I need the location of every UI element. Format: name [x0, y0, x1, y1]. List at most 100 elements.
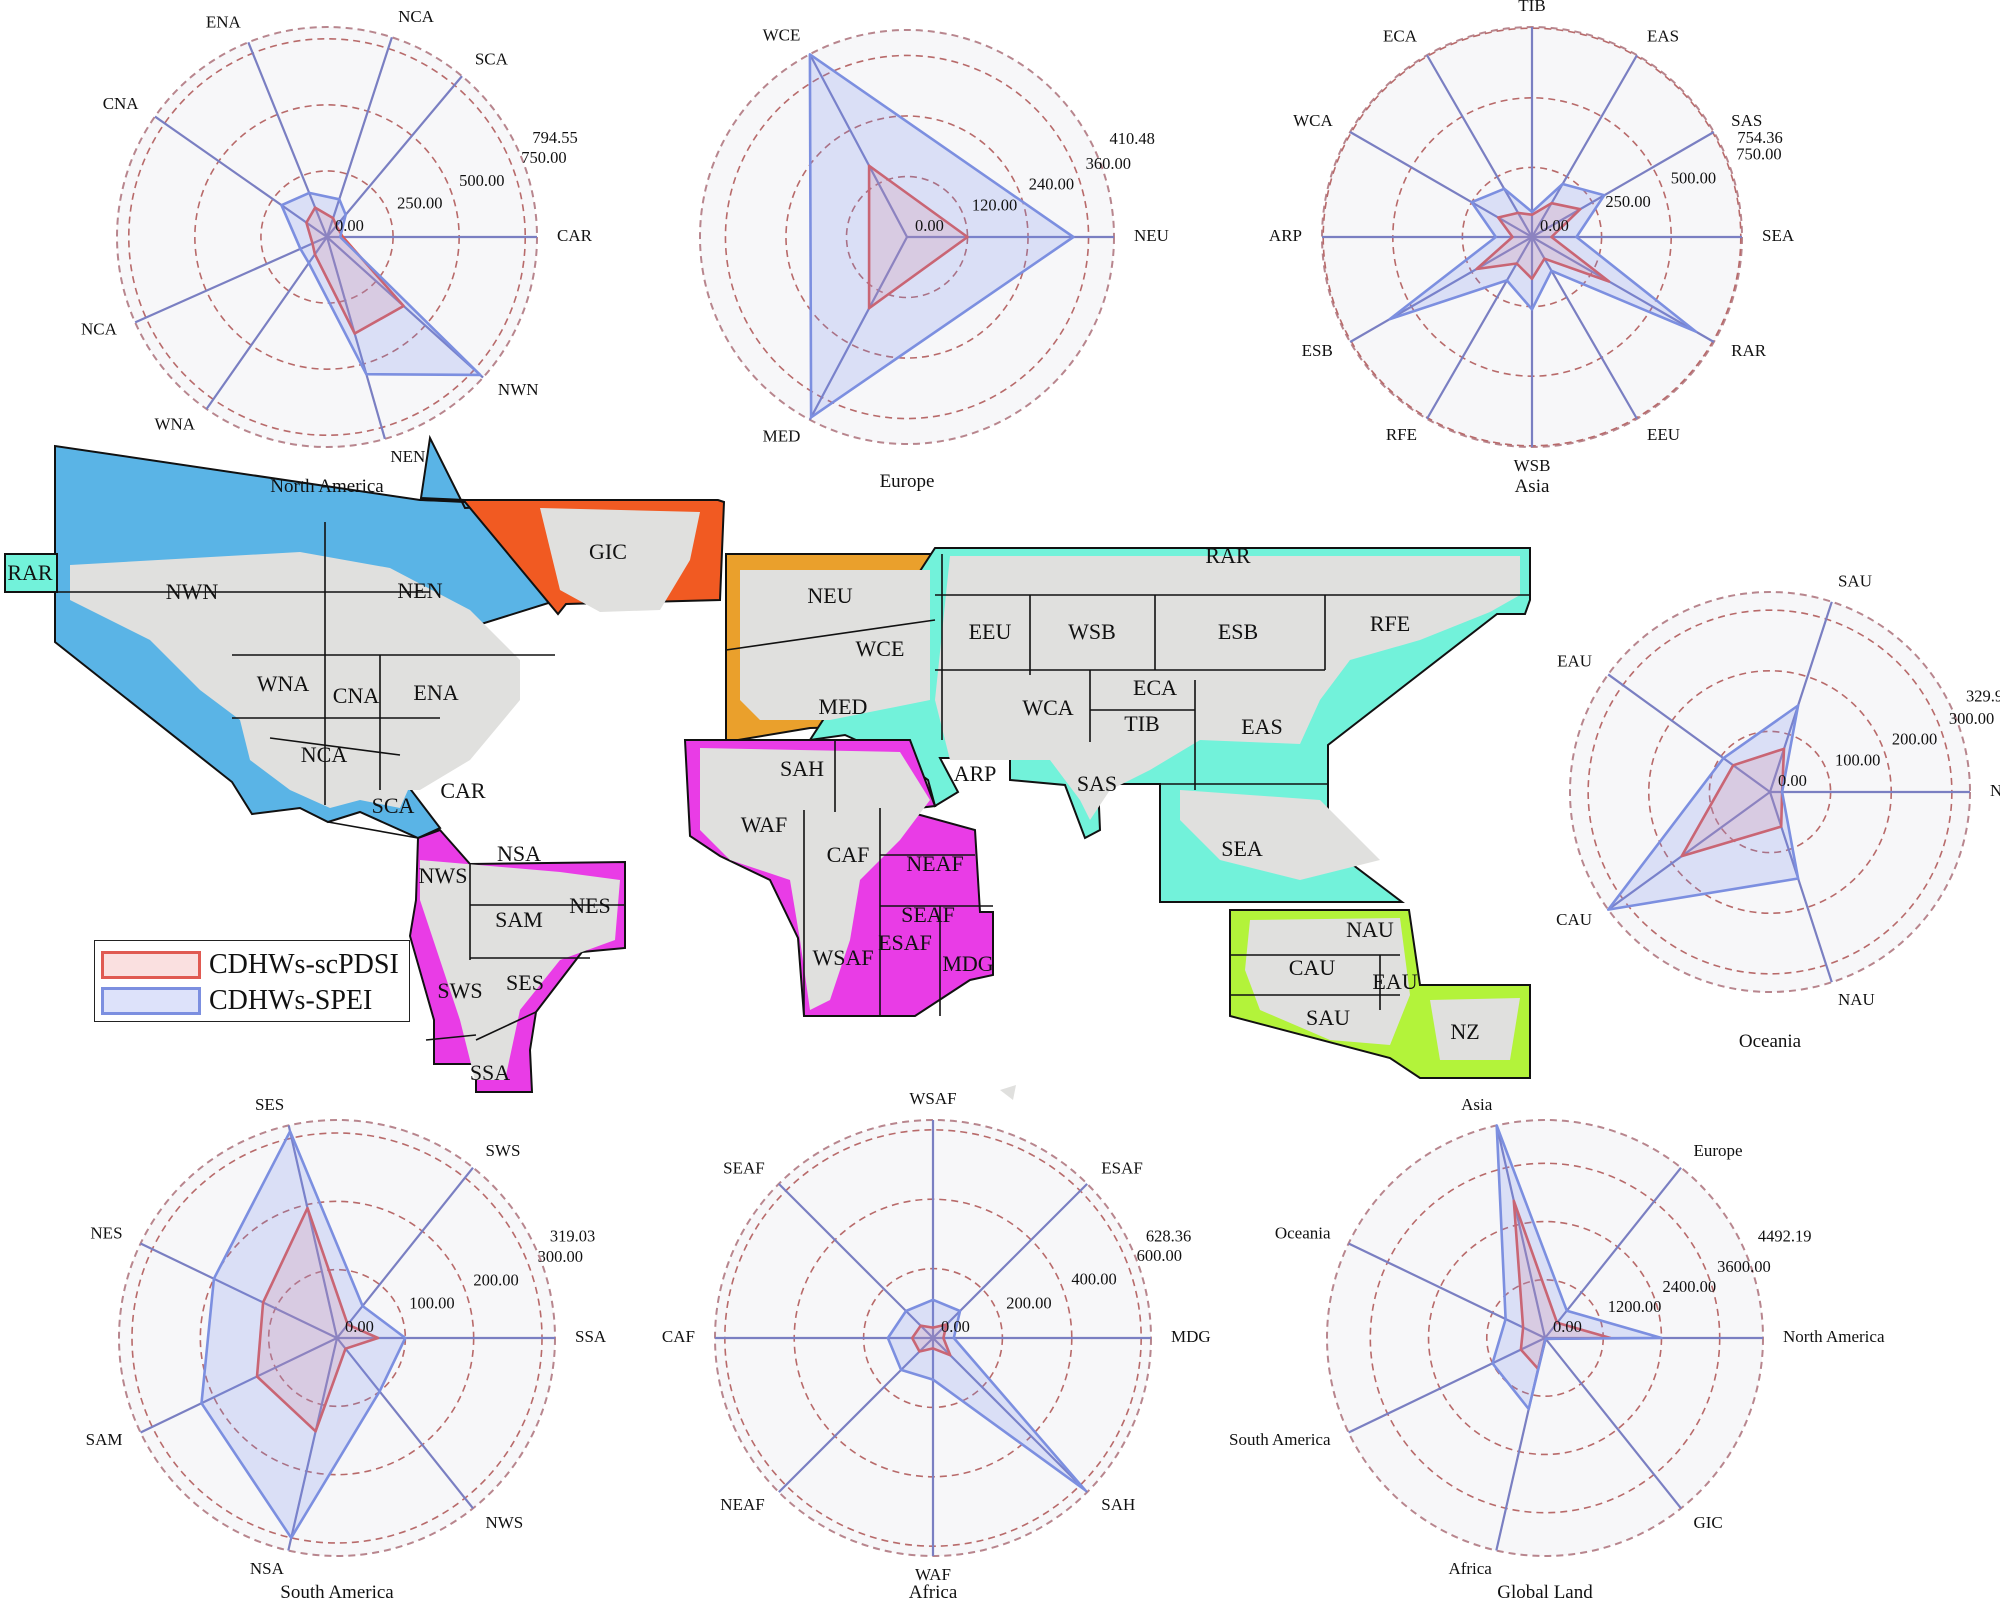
radar-tick-label-3: 300.00	[1949, 709, 1994, 728]
radar-tick-label-2: 240.00	[1029, 175, 1074, 194]
radar-spoke-3	[778, 1183, 934, 1339]
map-region-label-sam: SAM	[495, 907, 543, 932]
map-region-label-nsa: NSA	[497, 841, 541, 866]
radar-title-global-land: Global Land	[1497, 1582, 1593, 1603]
land-mass-3	[740, 570, 930, 720]
radar-chart-south-america: SSASWSSESNESSAMNSANWS0.00100.00200.00300…	[86, 1095, 607, 1603]
map-region-label-caf: CAF	[827, 842, 870, 867]
radar-tick-label-3: 300.00	[538, 1247, 583, 1266]
map-region-label-nes: NES	[569, 893, 611, 918]
radar-tick-label-2: 400.00	[1071, 1270, 1116, 1289]
radar-spoke-4	[140, 1337, 338, 1434]
radar-spoke-4	[154, 115, 328, 238]
map-region-label-wsaf: WSAF	[812, 945, 873, 970]
map-region-label-nen: NEN	[397, 578, 442, 603]
radar-series-cdhws-spei	[808, 53, 1075, 419]
radar-axis-label-nwn: NWN	[498, 380, 539, 399]
radar-spoke-2	[1607, 673, 1771, 793]
radar-spoke-1	[336, 1166, 474, 1339]
map-region-label-nca: NCA	[301, 742, 348, 767]
map-region-label-wna: WNA	[257, 671, 310, 696]
radar-axis-label-south-america: South America	[1229, 1430, 1331, 1449]
map-region-label-rar: RAR	[1205, 543, 1251, 568]
radar-tick-label-2: 200.00	[1892, 730, 1937, 749]
legend-label-spei: CDHWs-SPEI	[209, 985, 373, 1016]
map-region-label-neu: NEU	[807, 583, 852, 608]
radar-axis-label-wsaf: WSAF	[909, 1089, 956, 1108]
map-region-label-neaf: NEAF	[906, 851, 963, 876]
radar-axis-label-sau: SAU	[1838, 572, 1872, 591]
radar-axis-label-europe: Europe	[1693, 1141, 1742, 1160]
radar-tick-label-4: 410.48	[1110, 129, 1155, 148]
radar-spoke-3	[1348, 1242, 1546, 1339]
map-region-label-esaf: ESAF	[878, 930, 932, 955]
map-region-label-sca: SCA	[372, 793, 415, 818]
radar-axis-label-nes: NES	[90, 1224, 122, 1243]
radar-spoke-11	[1531, 236, 1715, 343]
radar-spoke-5	[134, 235, 328, 324]
map-region-label-eas: EAS	[1241, 714, 1283, 739]
radar-axis-label-nen: NEN	[390, 447, 425, 466]
radar-axis-label-ses: SES	[255, 1095, 284, 1114]
radar-tick-label-0: 0.00	[1778, 771, 1807, 790]
radar-axis-label-rfe: RFE	[1386, 425, 1417, 444]
radar-spoke-3	[140, 1242, 338, 1339]
map-region-label-nz: NZ	[1450, 1019, 1479, 1044]
radar-axis-label-nws: NWS	[485, 1513, 523, 1532]
radar-series-cdhws-spei	[280, 191, 482, 377]
radar-tick-label-0: 0.00	[1540, 216, 1569, 235]
region-border-6	[327, 821, 419, 839]
radar-spoke-2	[325, 36, 393, 238]
radar-axis-label-arp: ARP	[1269, 226, 1302, 245]
radar-axis-label-eau: EAU	[1557, 652, 1592, 671]
radar-spoke-2	[1495, 1125, 1547, 1339]
map-region-label-rfe: RFE	[1370, 611, 1410, 636]
radar-tick-label-2: 500.00	[1671, 168, 1716, 187]
map-region-label-sah: SAH	[780, 756, 824, 781]
radar-axis-label-sas: SAS	[1731, 111, 1762, 130]
radar-axis-label-car: CAR	[557, 226, 593, 245]
map-region-label-arp: ARP	[954, 761, 997, 786]
radar-spoke-8	[326, 236, 484, 379]
region-border-13	[725, 619, 936, 651]
map-region-label-wsb: WSB	[1068, 619, 1116, 644]
radar-axis-label-caf: CAF	[662, 1327, 695, 1346]
radar-chart-asia: SEASASEASTIBECAWCAARPESBRFEWSBEEURAR0.00…	[1269, 0, 1795, 497]
map-region-label-wca: WCA	[1022, 695, 1073, 720]
radar-tick-label-1: 250.00	[397, 193, 442, 212]
radar-series-cdhws-scpdsi	[867, 164, 969, 310]
radar-axis-label-oceania: Oceania	[1275, 1224, 1331, 1243]
radar-axis-label-neu: NEU	[1134, 226, 1169, 245]
legend-swatch-spei	[101, 987, 201, 1015]
legend-item-pdsi: CDHWs-scPDSI	[101, 949, 399, 981]
radar-tick-label-0: 0.00	[1553, 1317, 1582, 1336]
radar-spoke-8	[1426, 236, 1533, 420]
radar-axis-label-eca: ECA	[1383, 27, 1418, 46]
map-region-label-eeu: EEU	[969, 619, 1012, 644]
map-region-label-sau: SAU	[1306, 1005, 1350, 1030]
map-region-label-nau: NAU	[1346, 917, 1394, 942]
radar-tick-label-1: 100.00	[409, 1294, 454, 1313]
radar-series-cdhws-spei	[1388, 182, 1698, 333]
radar-chart-africa: MDGESAFWSAFSEAFCAFNEAFWAFSAH0.00200.0040…	[662, 1089, 1211, 1603]
radar-tick-label-1: 200.00	[1006, 1293, 1051, 1312]
radar-axis-label-cau: CAU	[1556, 910, 1592, 929]
radar-spoke-2	[1531, 54, 1638, 238]
radar-axis-label-waf: WAF	[915, 1565, 951, 1584]
radar-title-asia: Asia	[1515, 476, 1550, 497]
radar-axis-label-ssa: SSA	[575, 1327, 607, 1346]
radar-axis-label-wna: WNA	[154, 414, 195, 433]
map-region-label-wce: WCE	[856, 636, 905, 661]
radar-series-cdhws-spei	[1491, 1124, 1663, 1411]
map-region-label-tib: TIB	[1124, 711, 1159, 736]
radar-tick-label-0: 0.00	[941, 1317, 970, 1336]
legend-item-spei: CDHWs-SPEI	[101, 985, 372, 1017]
radar-tick-label-3: 360.00	[1086, 154, 1131, 173]
radar-series-cdhws-spei	[886, 1298, 1087, 1492]
radar-tick-label-0: 0.00	[335, 216, 364, 235]
map-region-label-nwn: NWN	[166, 579, 219, 604]
radar-series-cdhws-scpdsi	[1475, 201, 1611, 283]
radar-title-europe: Europe	[880, 471, 935, 492]
legend-swatch-pdsi	[101, 951, 201, 979]
